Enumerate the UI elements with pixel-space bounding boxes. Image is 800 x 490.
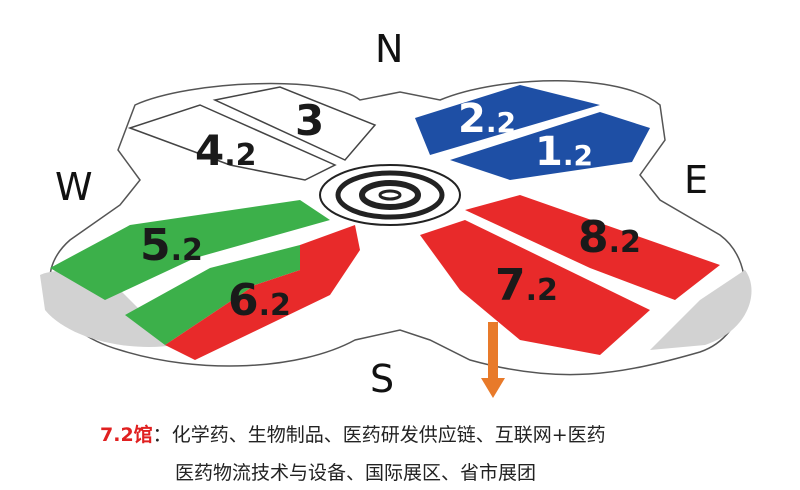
hall-7-2-block	[420, 220, 650, 355]
central-hub	[319, 164, 461, 226]
caption-line1-text: 化学药、生物制品、医药研发供应链、互联网+医药	[171, 424, 606, 446]
svg-text:7.2: 7.2	[495, 260, 558, 311]
svg-text:3: 3	[295, 96, 324, 145]
hall-6-2-block	[165, 225, 360, 360]
caption-line2-text: 医药物流技术与设备、国际展区、省市展团	[175, 462, 537, 484]
caption-line-1: 7.2馆：化学药、生物制品、医药研发供应链、互联网+医药	[0, 420, 800, 447]
hall-6-2-green	[125, 245, 300, 345]
hall-2-2-block	[415, 85, 600, 155]
hall-label-1-2: 1.2	[535, 129, 593, 175]
svg-text:8.2: 8.2	[578, 212, 641, 263]
svg-text:4.2: 4.2	[195, 126, 257, 175]
hall-label-4-2: 4.2	[195, 126, 257, 175]
hall-label-5-2: 5.2	[140, 220, 203, 271]
hall-label-7-2: 7.2	[495, 260, 558, 311]
compass-north: N	[375, 27, 403, 71]
caption-line-2: 医药物流技术与设备、国际展区、省市展团	[0, 458, 800, 485]
compass-south: S	[370, 357, 394, 400]
compass-east: E	[684, 158, 708, 202]
hall-1-2-block	[450, 112, 650, 180]
hall-3-block	[212, 86, 377, 161]
hall-label-6-2: 6.2	[228, 275, 291, 326]
expo-floor-map: N S E W 3 4.2 2.2 1.2 5.2 6.2 8.2 7.2	[40, 27, 752, 400]
hall-8-2-block	[465, 195, 720, 300]
arrow-icon	[481, 322, 505, 398]
caption-hall-name: 7.2馆	[100, 424, 153, 446]
compass-west: W	[55, 165, 93, 209]
hall-label-2-2: 2.2	[458, 96, 516, 142]
hall-5-2-block	[50, 200, 330, 300]
hall-label-3: 3	[295, 96, 324, 145]
svg-text:5.2: 5.2	[140, 220, 203, 271]
hall-label-8-2: 8.2	[578, 212, 641, 263]
svg-text:6.2: 6.2	[228, 275, 291, 326]
svg-text:1.2: 1.2	[535, 129, 593, 175]
hall-4-2-block	[127, 104, 337, 181]
east-end-cap	[650, 270, 752, 350]
svg-text:2.2: 2.2	[458, 96, 516, 142]
west-end-cap	[40, 270, 175, 347]
caption-separator: ：	[152, 424, 172, 446]
